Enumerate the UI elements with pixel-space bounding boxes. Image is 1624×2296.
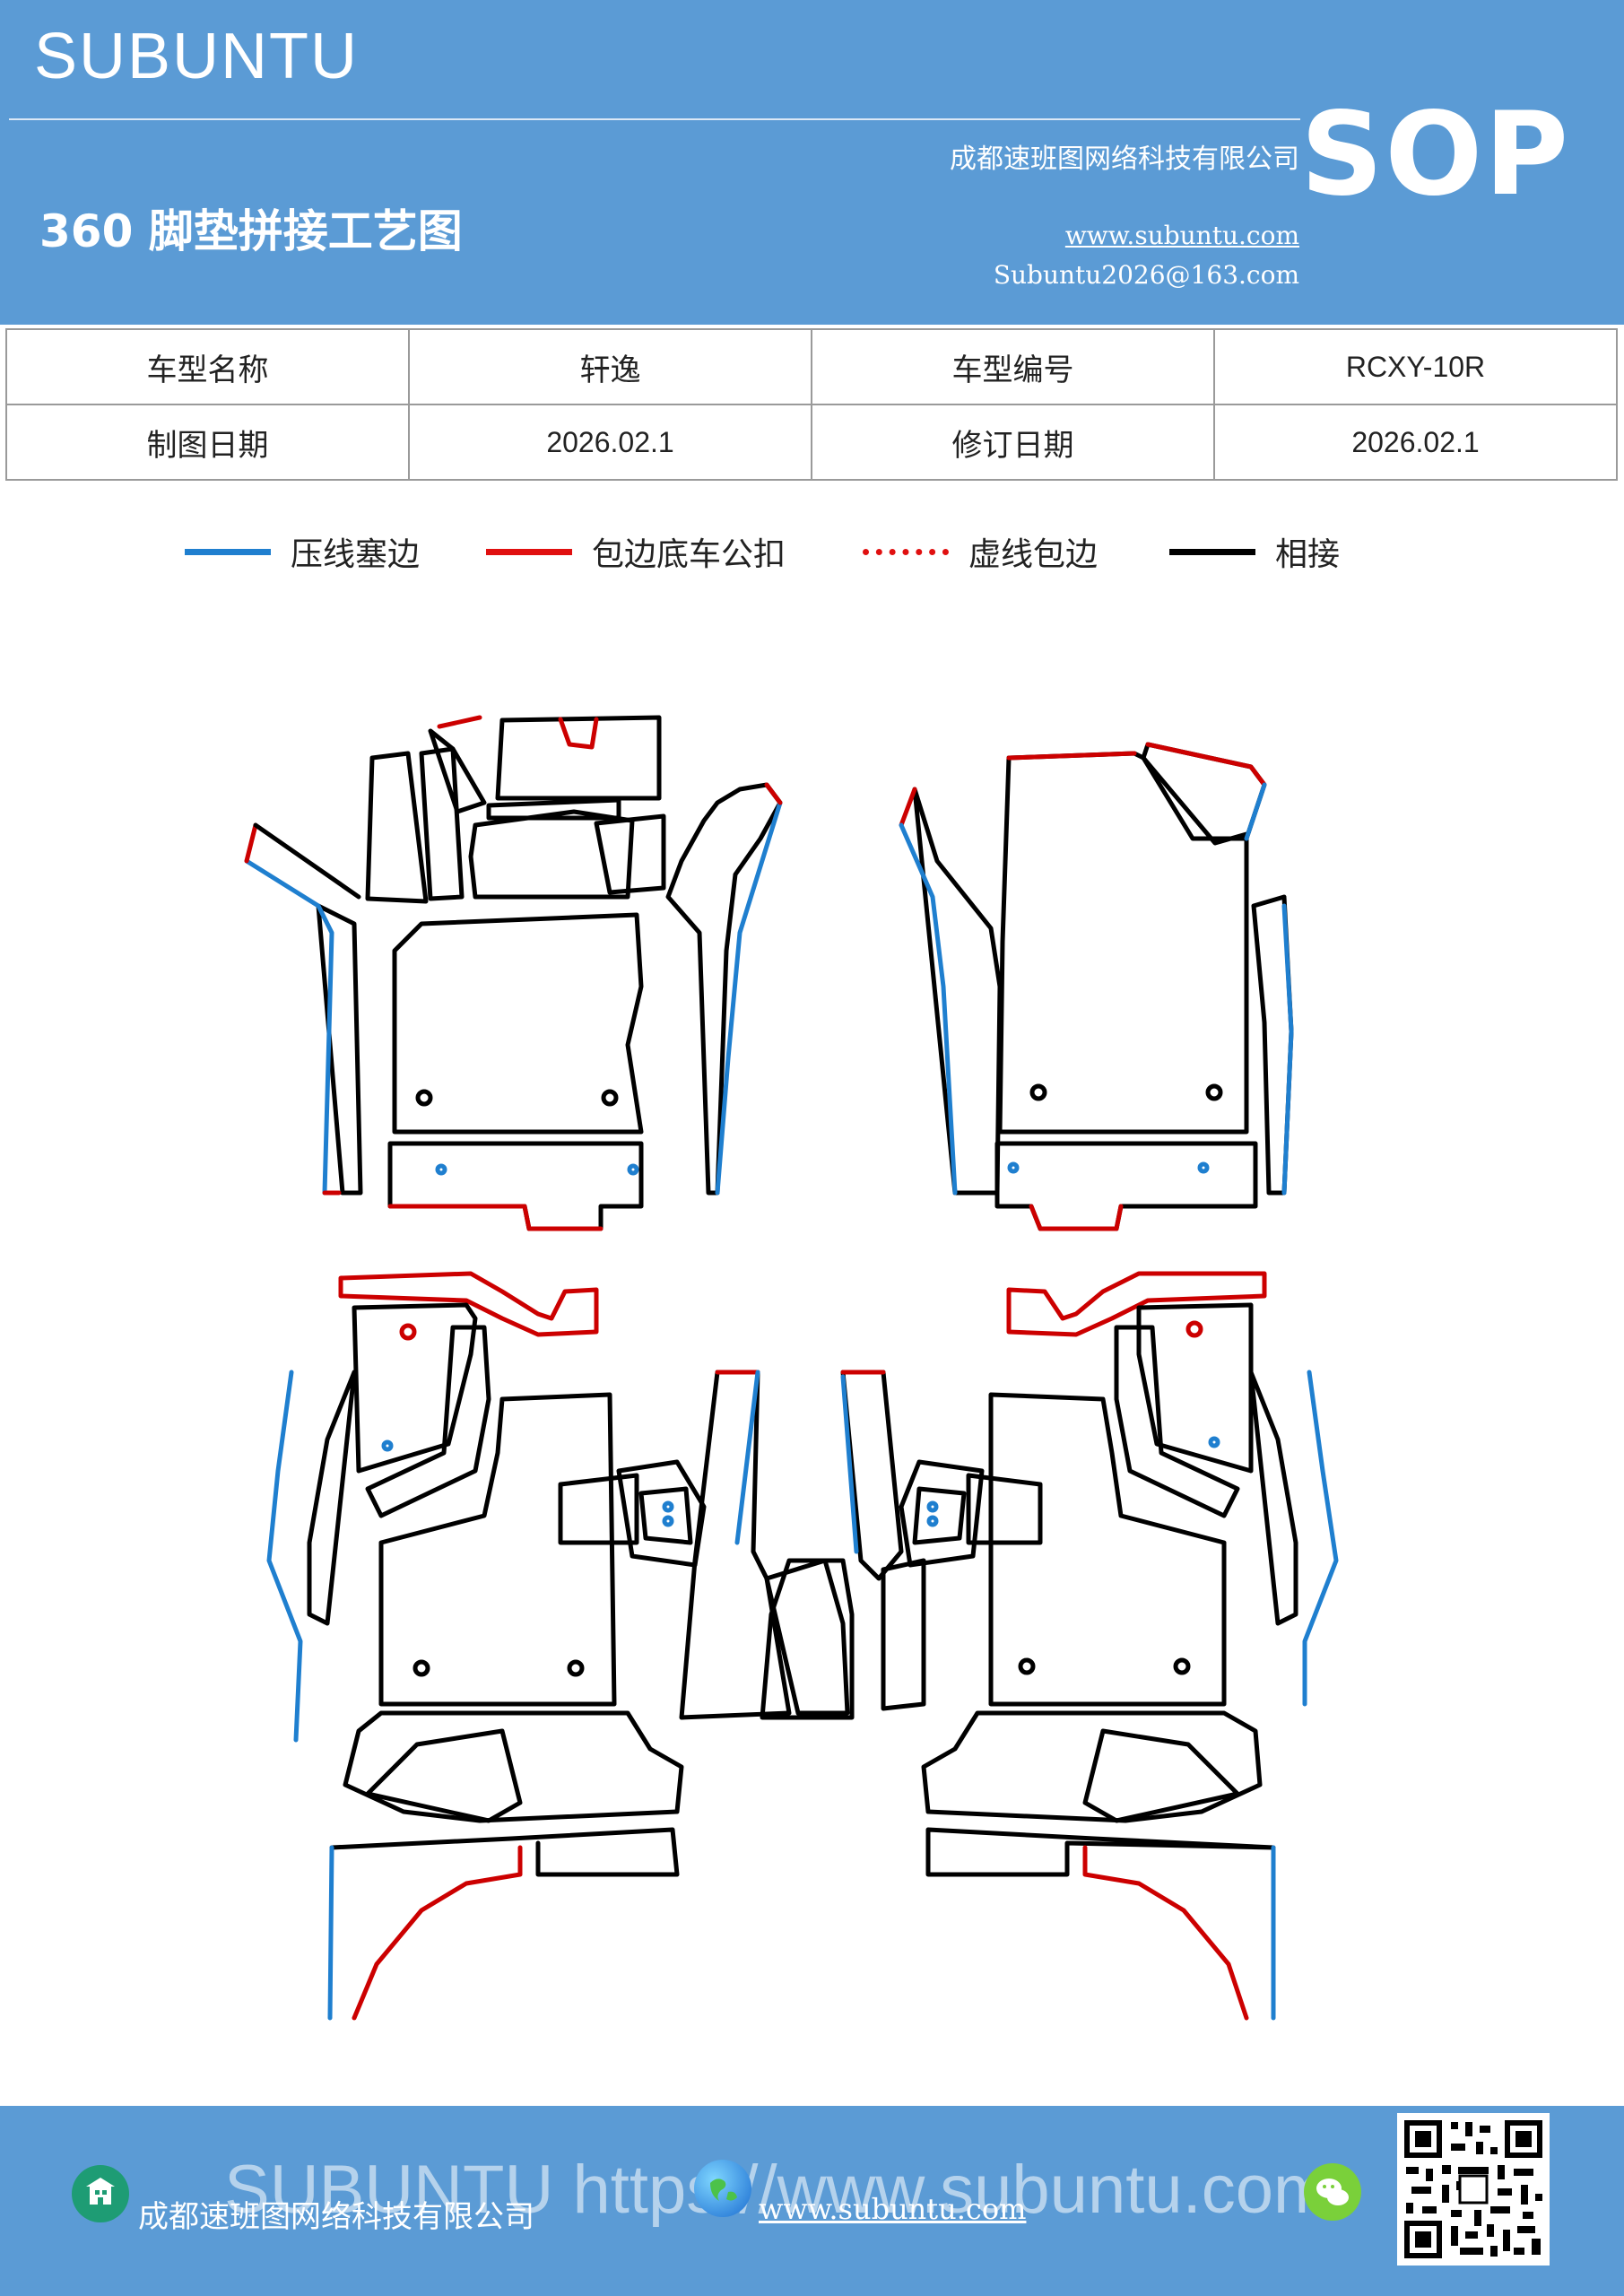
header-email[interactable]: Subuntu2026@163.com	[993, 260, 1299, 290]
legend-item-dotted-edge: 虚线包边	[863, 520, 1098, 583]
legend-item-edge-buckle: 包边底车公扣	[486, 520, 786, 583]
legend-label: 压线塞边	[291, 536, 421, 573]
table-row: 制图日期 2026.02.1 修订日期 2026.02.1	[5, 404, 1618, 481]
wechat-icon[interactable]	[1304, 2163, 1361, 2221]
vehicle-info-table: 车型名称 轩逸 车型编号 RCXY-10R 制图日期 2026.02.1 修订日…	[5, 328, 1618, 481]
footer-website-link[interactable]: www.subuntu.com	[759, 2192, 1027, 2226]
legend-label: 虚线包边	[968, 536, 1099, 573]
value-vehicle-name: 轩逸	[408, 328, 812, 405]
legend-label: 相接	[1275, 536, 1341, 573]
rear-center-mat	[679, 1370, 926, 1720]
legend-swatch-blue	[185, 548, 271, 555]
label-drawing-date: 制图日期	[5, 404, 410, 481]
legend-swatch-black	[1169, 548, 1255, 555]
building-icon	[72, 2165, 129, 2222]
sop-badge: SOP	[1300, 88, 1570, 222]
line-legend: 压线塞边 包边底车公扣 虚线包边 相接	[0, 520, 1624, 583]
header-website-link[interactable]: www.subuntu.com	[1064, 221, 1299, 250]
legend-label: 包边底车公扣	[592, 536, 786, 573]
document-title: 360 脚垫拼接工艺图	[39, 205, 463, 257]
label-revision-date: 修订日期	[811, 404, 1215, 481]
header-company-name: 成都速班图网络科技有限公司	[950, 144, 1299, 175]
qr-code-image	[1397, 2113, 1550, 2266]
legend-item-joined: 相接	[1169, 520, 1340, 583]
legend-swatch-red	[486, 548, 572, 555]
rear-left-mat	[266, 1271, 707, 2021]
value-vehicle-code: RCXY-10R	[1213, 328, 1618, 405]
floor-mat-diagram	[244, 715, 1339, 2021]
label-vehicle-name: 车型名称	[5, 328, 410, 405]
front-left-mat	[244, 715, 783, 1231]
label-vehicle-code: 车型编号	[811, 328, 1215, 405]
rear-right-mat	[899, 1271, 1339, 2021]
footer-company-name: 成都速班图网络科技有限公司	[138, 2199, 534, 2235]
footer-banner: SUBUNTU https://www.subuntu.com 成都速班图网络科…	[0, 2106, 1624, 2296]
value-revision-date: 2026.02.1	[1213, 404, 1618, 481]
value-drawing-date: 2026.02.1	[408, 404, 812, 481]
footer-watermark: SUBUNTU https://www.subuntu.com	[224, 2152, 1331, 2228]
brand-logo-text: SUBUNTU	[34, 21, 360, 92]
globe-icon	[694, 2160, 751, 2217]
header-banner: SUBUNTU 成都速班图网络科技有限公司 www.subuntu.com Su…	[0, 0, 1624, 325]
table-row: 车型名称 轩逸 车型编号 RCXY-10R	[5, 328, 1618, 405]
legend-item-press-line: 压线塞边	[185, 520, 420, 583]
front-right-mat	[899, 742, 1294, 1231]
header-divider	[9, 118, 1300, 120]
legend-swatch-red-dotted	[863, 548, 949, 555]
